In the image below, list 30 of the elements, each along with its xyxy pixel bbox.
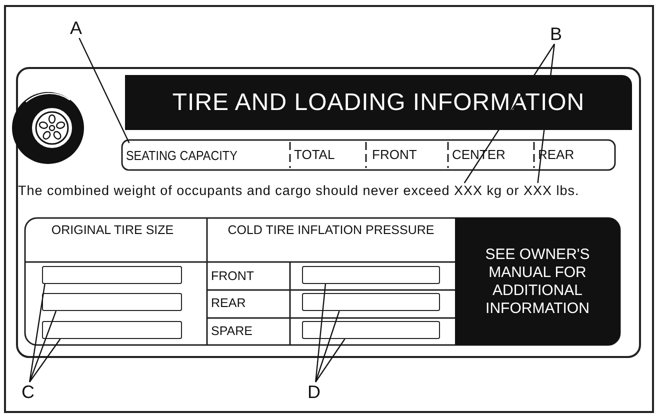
leader-line <box>537 44 555 184</box>
column-label: TOTAL <box>294 148 335 161</box>
leader-line <box>315 310 340 382</box>
leader-line <box>315 284 326 382</box>
column-heading: COLD TIRE INFLATION PRESSURE <box>226 224 436 238</box>
pressure-field <box>302 321 440 339</box>
leader-line <box>315 338 346 382</box>
header-band: TIRE AND LOADING INFORMATION <box>125 75 632 130</box>
leader-line <box>78 38 130 144</box>
field-label: SEATING CAPACITY <box>126 143 270 167</box>
letter-label: B <box>548 24 564 44</box>
leader-line <box>29 338 61 382</box>
letter-label: C <box>20 382 36 402</box>
letter-label: D <box>306 382 322 402</box>
leader-line <box>29 284 46 382</box>
note-text: The combined weight of occupants and cargo should never exceed XXX kg or XXX lbs. <box>18 183 583 197</box>
row-label: FRONT <box>211 270 254 282</box>
column-heading: ORIGINAL TIRE SIZE <box>50 224 175 238</box>
row-label: REAR <box>211 297 246 310</box>
leader-line <box>464 44 555 184</box>
pressure-field <box>302 293 440 311</box>
tire-size-field <box>42 293 182 311</box>
leader-line <box>29 310 57 382</box>
tire-size-field <box>42 266 182 284</box>
tire-size-field <box>42 321 182 339</box>
letter-label: A <box>68 18 84 38</box>
row-label: SPARE <box>211 325 252 338</box>
pressure-field <box>302 266 440 284</box>
column-label: FRONT <box>372 148 417 161</box>
info-panel: SEE OWNER'S MANUAL FOR ADDITIONAL INFORMATION <box>455 218 620 345</box>
